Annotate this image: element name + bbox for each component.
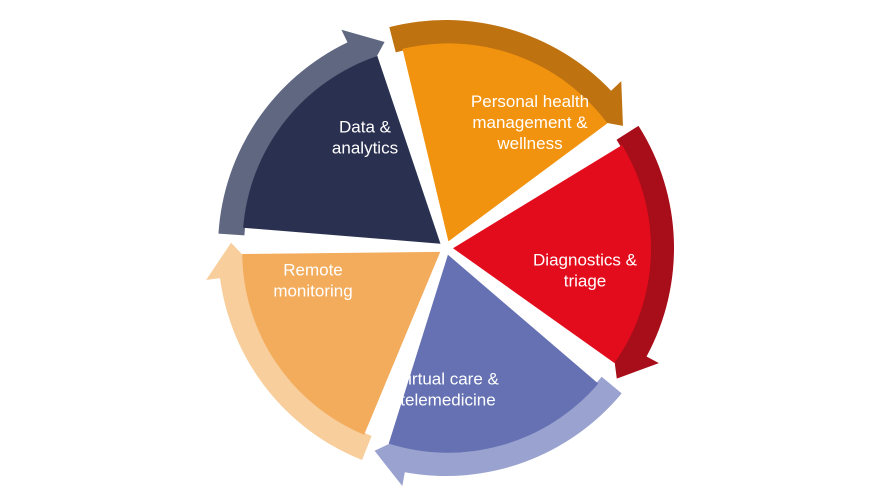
label-group: Personal health management & wellnessDiagn…: [273, 92, 637, 410]
arrow-personal-health: [218, 29, 385, 236]
segment-virtual-care: [452, 145, 651, 363]
label-line: Virtual care &: [397, 370, 499, 389]
arrow-virtual-care: [611, 125, 674, 379]
segment-personal-health: [243, 56, 441, 244]
label-remote-monitoring: Remote monitoring: [273, 261, 352, 301]
label-line: management &: [472, 113, 588, 132]
segment-diagnostics: [402, 43, 608, 242]
label-line: monitoring: [273, 282, 352, 301]
label-personal-health: Personal health management & wellness: [471, 92, 589, 153]
label-line: analytics: [332, 139, 398, 158]
segment-remote-monitoring: [388, 254, 599, 453]
label-line: telemedicine: [400, 391, 495, 410]
label-line: Personal health: [471, 92, 589, 111]
arrow-remote-monitoring: [374, 376, 622, 487]
segment-data-analytics: [242, 251, 441, 435]
label-line: triage: [564, 272, 607, 291]
label-diagnostics: Diagnostics & triage: [533, 251, 638, 291]
label-line: Remote: [283, 261, 343, 280]
label-line: Data &: [339, 118, 392, 137]
segment-group: [242, 43, 651, 453]
label-virtual-care: Virtual care & telemedicine: [397, 370, 499, 410]
label-data-analytics: Data & analytics: [332, 118, 398, 158]
label-line: Diagnostics &: [533, 251, 638, 270]
label-line: wellness: [496, 134, 562, 153]
